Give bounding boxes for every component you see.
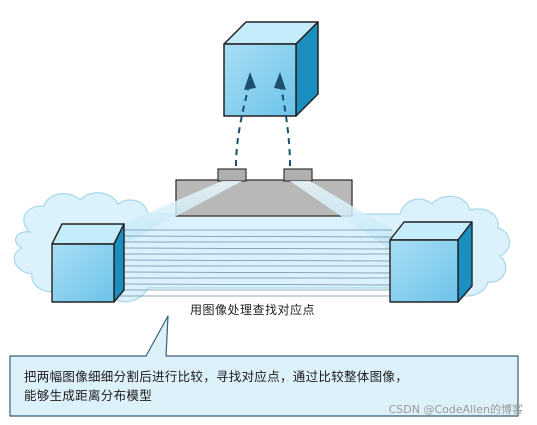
callout-line-2: 能够生成距离分布模型	[24, 388, 153, 403]
diagram-caption: 用图像处理查找对应点	[190, 303, 316, 317]
arrow-head-right-icon	[274, 72, 286, 90]
callout-text: 把两幅图像细细分割后进行比较，寻找对应点，通过比较整体图像， 能够生成距离分布模…	[24, 367, 514, 405]
correspondence-lines	[119, 229, 393, 297]
right-image-cube	[389, 221, 473, 303]
arrow-head-left-icon	[244, 72, 256, 90]
watermark: CSDN @CodeAllen的博客	[388, 403, 523, 416]
callout-box	[9, 315, 519, 417]
callout-line-1: 把两幅图像细细分割后进行比较，寻找对应点，通过比较整体图像，	[24, 369, 409, 384]
projection-arrows	[235, 72, 291, 167]
target-object-cube	[223, 21, 319, 117]
left-image-cube	[51, 223, 125, 303]
view-beams	[118, 181, 396, 250]
left-lens	[217, 168, 247, 182]
right-lens	[283, 168, 313, 182]
